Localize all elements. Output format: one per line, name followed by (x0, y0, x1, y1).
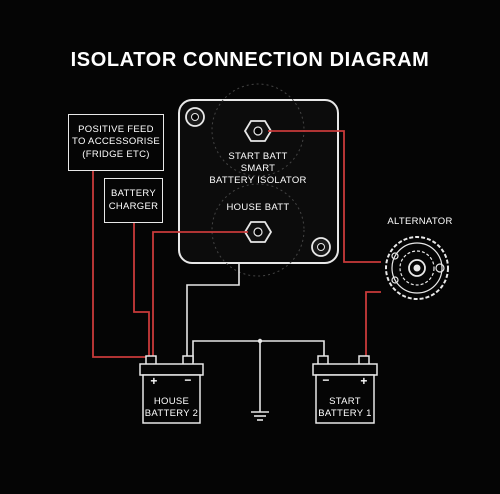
wire-isolator-ground (186, 263, 240, 362)
house-batt-terminal-icon[interactable] (243, 221, 273, 243)
isolator-label: START BATT SMART BATTERY ISOLATOR (200, 151, 316, 187)
house-battery-label-line1: HOUSE (153, 396, 190, 407)
start-battery-label-line1: START (329, 396, 361, 407)
house-battery-2 (139, 355, 204, 424)
positive-wires (92, 130, 381, 362)
wire-start-batt-to-alternator (268, 130, 381, 263)
house-battery-label: HOUSE BATTERY 2 (140, 396, 203, 420)
isolator-label-line2: SMART (240, 163, 276, 174)
start-battery-1 (312, 355, 378, 424)
house-battery-plus-icon: + (150, 374, 158, 388)
house-battery-label-line2: BATTERY 2 (144, 408, 199, 419)
wire-ground-bus (192, 340, 325, 362)
alternator-label: ALTERNATOR (387, 216, 453, 227)
positive-feed-label-line3: (FRIDGE ETC) (82, 148, 150, 160)
wire-alternator-to-start-battery (365, 291, 381, 362)
diagram-title: ISOLATOR CONNECTION DIAGRAM (70, 49, 430, 71)
isolator-label-line3: BATTERY ISOLATOR (209, 175, 307, 186)
start-battery-minus-icon: − (322, 373, 330, 387)
start-batt-terminal-icon[interactable] (243, 120, 273, 142)
wire-charger-to-house-battery (133, 223, 150, 362)
ground-icon (251, 411, 269, 421)
wire-house-batt-to-house-battery (152, 231, 248, 362)
wire-accessory-feed-to-house-battery (92, 171, 149, 358)
house-batt-label: HOUSE BATT (226, 202, 290, 213)
isolator-label-line1: START BATT (228, 151, 288, 162)
start-battery-plus-icon: + (360, 374, 368, 388)
house-battery-minus-icon: − (184, 373, 192, 387)
positive-feed-label-line2: TO ACCESSORISE (72, 136, 160, 148)
alternator-icon (385, 236, 449, 300)
mounting-hole-top-left-icon (185, 107, 205, 127)
ground-junction (257, 338, 263, 344)
smart-battery-isolator (178, 83, 339, 277)
battery-charger-label-line2: CHARGER (108, 200, 159, 212)
positive-feed-label-line1: POSITIVE FEED (78, 123, 154, 135)
battery-charger-label-line1: BATTERY (110, 188, 157, 199)
start-battery-label-line2: BATTERY 1 (318, 408, 372, 419)
start-battery-label: START BATTERY 1 (313, 396, 377, 420)
negative-wires (186, 263, 325, 412)
battery-charger-box: BATTERY CHARGER (104, 178, 163, 223)
mounting-hole-bottom-right-icon (311, 237, 331, 257)
positive-feed-box: POSITIVE FEED TO ACCESSORISE (FRIDGE ETC… (68, 114, 164, 171)
